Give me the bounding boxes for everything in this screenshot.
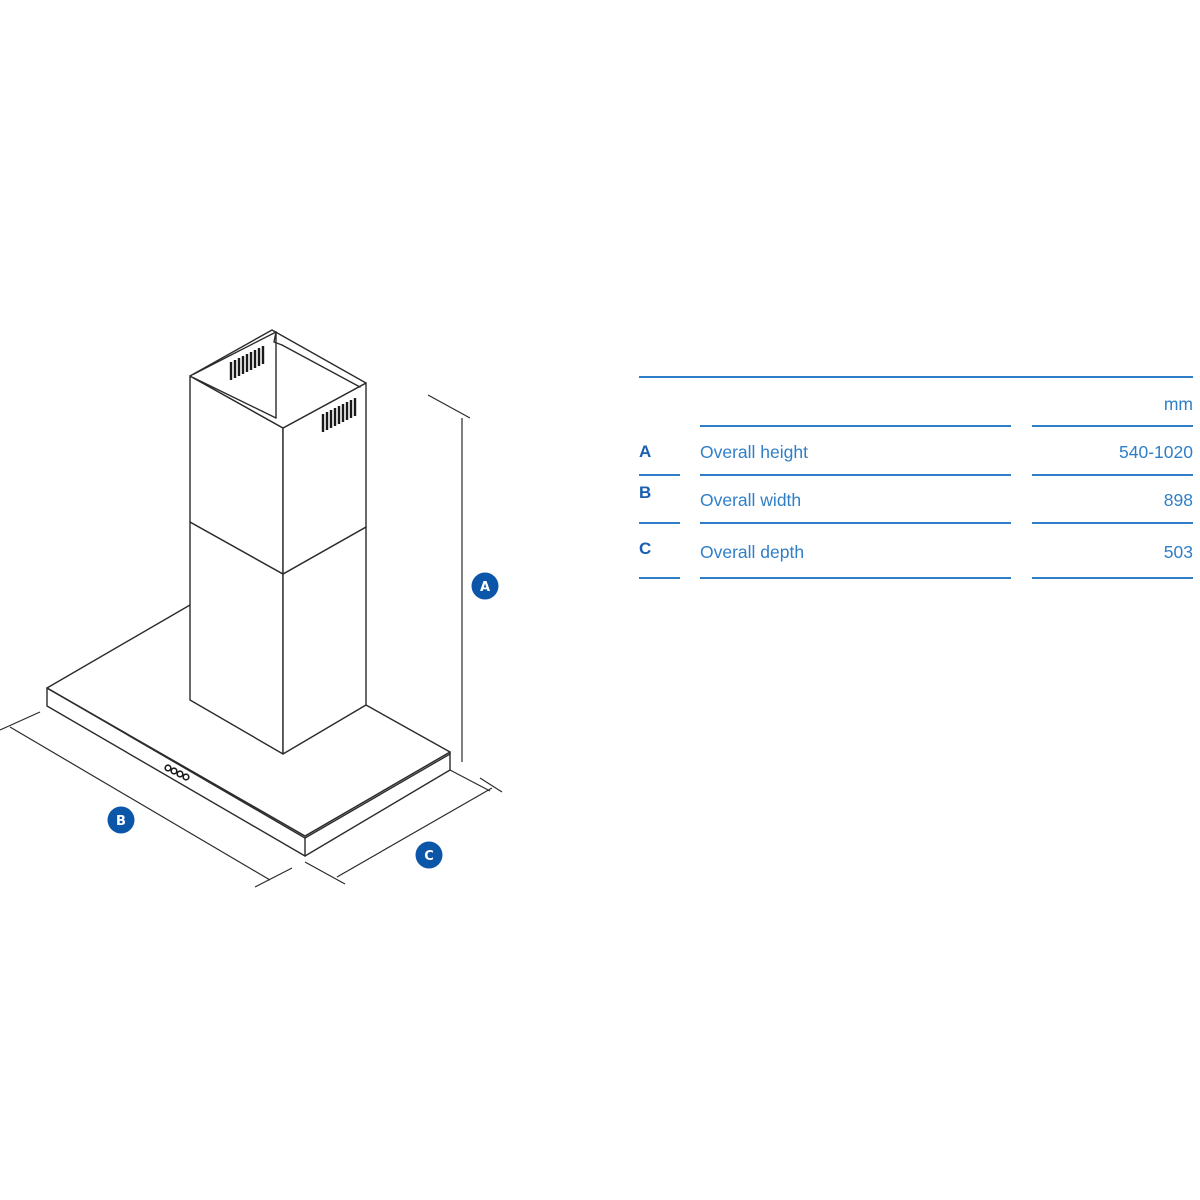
callout-c: C bbox=[415, 841, 443, 869]
chimney-upper bbox=[189, 329, 367, 575]
svg-text:C: C bbox=[424, 849, 434, 864]
svg-text:B: B bbox=[116, 814, 126, 829]
callout-b: B bbox=[107, 806, 135, 834]
dimension-line-b bbox=[0, 711, 293, 888]
svg-text:A: A bbox=[480, 580, 490, 595]
vent-grille-left bbox=[229, 346, 265, 380]
callout-a: A bbox=[471, 572, 499, 600]
dimension-line-a bbox=[427, 394, 491, 792]
control-buttons bbox=[164, 764, 190, 781]
vent-grille-right bbox=[321, 398, 357, 432]
dimension-line-c bbox=[304, 777, 503, 885]
